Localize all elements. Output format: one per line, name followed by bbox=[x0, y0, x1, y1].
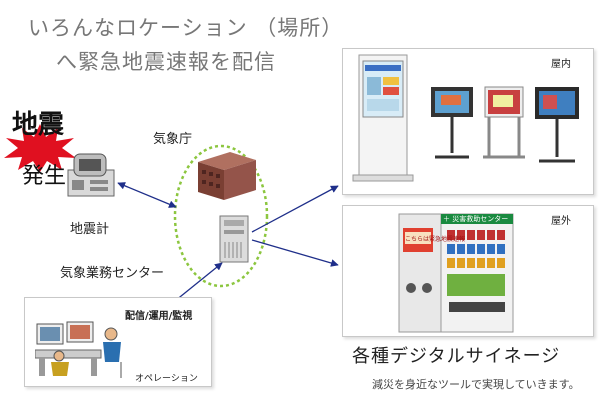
indoor-signage-illustration bbox=[352, 54, 579, 182]
title-line-1: いろんなロケーション （場所） bbox=[28, 16, 344, 40]
jma-building-icon bbox=[198, 152, 256, 200]
server-icon bbox=[219, 215, 249, 263]
outdoor-panel: 屋外 ＋ 災害救助センター こちらは緊急地震速報 bbox=[342, 205, 594, 337]
vending-header-label: ＋ 災害救助センター bbox=[443, 215, 509, 223]
arrow-seismometer-jma bbox=[117, 182, 177, 208]
operation-tasks-label: 配信/運用/監視 bbox=[125, 311, 193, 322]
indoor-label: 屋内 bbox=[551, 59, 571, 70]
signage-caption: 各種デジタルサイネージ bbox=[352, 346, 561, 367]
title-line-2: へ緊急地震速報を配信 bbox=[56, 50, 276, 74]
vending-machine-illustration bbox=[398, 213, 514, 333]
quake-label-top: 地震 bbox=[12, 110, 65, 140]
operation-panel-label: オペレーション bbox=[135, 374, 198, 384]
jma-label: 気象庁 bbox=[153, 132, 193, 147]
seismometer-label: 地震計 bbox=[70, 222, 110, 237]
earthquake-burst-icon bbox=[4, 124, 76, 172]
operation-panel: 配信/運用/監視 オペレーション bbox=[24, 297, 212, 387]
service-center-label: 気象業務センター bbox=[60, 266, 165, 281]
signage-note: 減災を身近なツールで実現していきます。 bbox=[372, 378, 580, 391]
arrow-to-indoor bbox=[251, 185, 339, 233]
indoor-panel: 屋内 bbox=[342, 48, 594, 195]
arrow-to-outdoor bbox=[251, 239, 339, 267]
vending-screen-text: こちらは緊急地震速報 bbox=[405, 236, 466, 243]
operators-illustration bbox=[35, 321, 122, 378]
outdoor-label: 屋外 bbox=[551, 216, 571, 227]
quake-label-bottom: 発生 bbox=[22, 164, 67, 189]
seismometer-icon bbox=[67, 153, 115, 197]
